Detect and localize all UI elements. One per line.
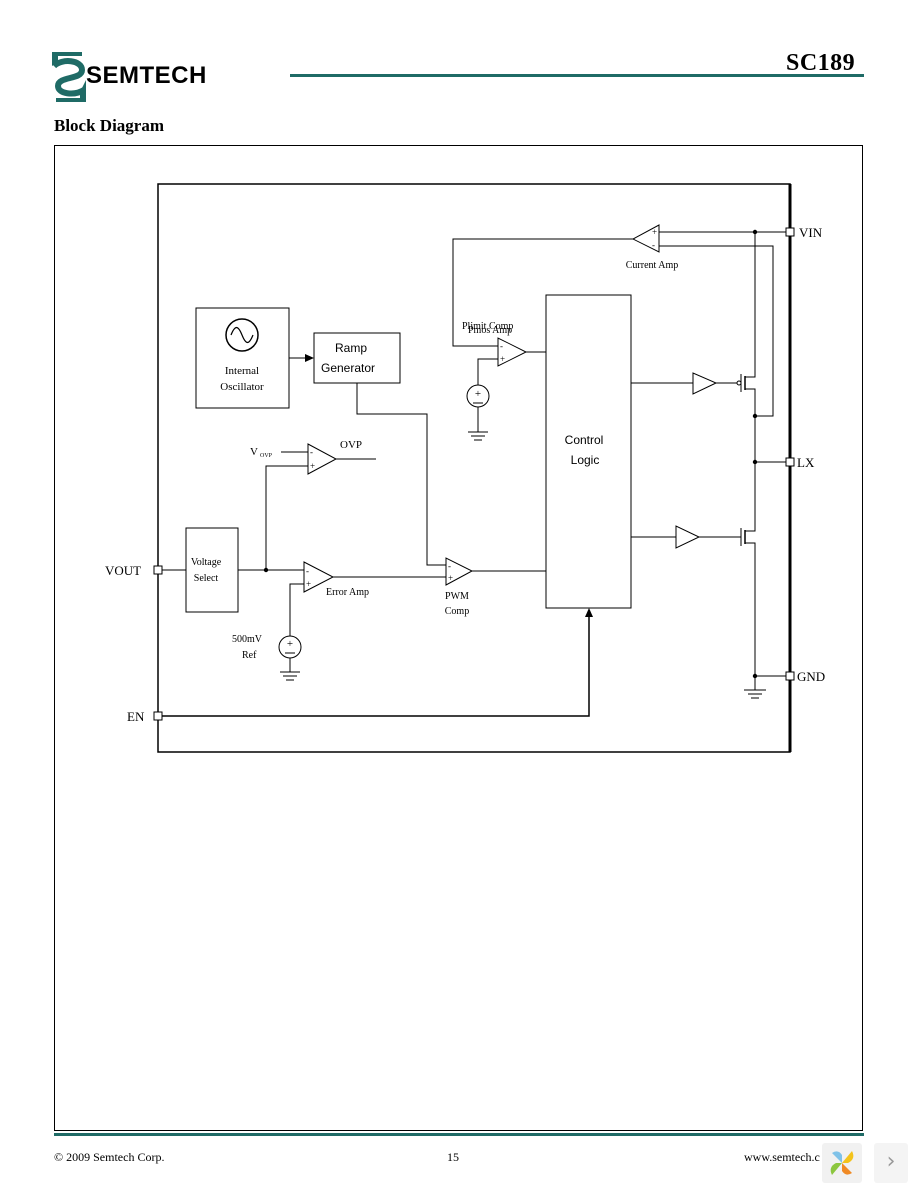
svg-text:-: - — [652, 240, 655, 250]
part-number: SC189 — [786, 50, 856, 76]
internal-oscillator-block: Internal Oscillator — [195, 307, 290, 409]
high-side-driver — [692, 372, 718, 395]
svg-text:+: + — [500, 354, 505, 364]
voltage-select-line2: Select — [194, 573, 219, 584]
en-pin — [153, 711, 163, 721]
svg-text:+: + — [306, 579, 311, 589]
ovp-label: OVP — [340, 439, 362, 451]
svg-text:+: + — [310, 461, 315, 471]
lx-label: LX — [797, 455, 815, 470]
brand-name: SEMTECH — [86, 62, 207, 89]
sine-source-icon — [225, 318, 259, 352]
semtech-logo — [51, 52, 282, 102]
control-logic-line1: Control — [565, 433, 604, 447]
control-logic-block: Control Logic — [545, 294, 632, 609]
oscillator-label-line1: Internal — [225, 365, 259, 377]
control-logic-line2: Logic — [571, 453, 600, 467]
svg-text:+: + — [652, 227, 657, 237]
voltage-select-block: Voltage Select — [185, 527, 239, 613]
ramp-generator-block: Ramp Generator — [313, 332, 401, 384]
vovp-subscript: OVP — [260, 453, 273, 459]
viewer-badge — [822, 1143, 862, 1183]
vin-pin — [785, 227, 795, 237]
ref-label: Ref — [242, 650, 257, 661]
header-rule — [290, 74, 864, 77]
gnd-pin — [785, 671, 795, 681]
limit-reference-source: + — [466, 384, 490, 441]
error-amplifier: - + — [303, 561, 335, 593]
svg-text:+: + — [448, 573, 453, 583]
pinwheel-logo-icon — [830, 1151, 854, 1175]
ramp-label-line2: Generator — [321, 361, 375, 375]
oscillator-label-line2: Oscillator — [220, 381, 264, 393]
page-number: 15 — [447, 1150, 459, 1164]
pwm-comparator: - + — [445, 557, 474, 586]
plimit-comparator: - + — [497, 337, 528, 367]
comp-label: Comp — [445, 606, 469, 617]
gnd-label: GND — [797, 669, 825, 684]
pmos-amp-label: Pmos Amp — [468, 325, 512, 336]
svg-text:+: + — [475, 388, 481, 400]
voltage-select-line1: Voltage — [191, 557, 222, 568]
en-label: EN — [127, 709, 145, 724]
current-amplifier: + - — [631, 224, 660, 253]
ref-value-label: 500mV — [232, 634, 263, 645]
arrow-icon — [585, 608, 593, 617]
chip-outline — [157, 183, 791, 753]
high-side-pmos — [740, 232, 756, 462]
ovp-comparator: - + — [307, 443, 338, 475]
vout-pin — [153, 565, 163, 575]
vovp-label: V — [250, 446, 258, 458]
vin-label: VIN — [799, 225, 823, 240]
footer-rule — [54, 1133, 864, 1136]
arrow-icon — [305, 354, 314, 362]
svg-text:-: - — [500, 341, 503, 351]
current-amp-label: Current Amp — [626, 260, 679, 271]
next-page-button[interactable]: › — [874, 1143, 908, 1183]
ground-symbol-icon — [744, 676, 766, 699]
pwm-label: PWM — [445, 591, 469, 602]
low-side-driver — [675, 525, 701, 549]
website-link[interactable]: www.semtech.c — [744, 1150, 820, 1164]
svg-text:-: - — [310, 447, 313, 457]
low-side-nmos — [740, 462, 756, 676]
svg-text:+: + — [287, 638, 293, 650]
copyright: © 2009 Semtech Corp. — [54, 1150, 165, 1164]
plimit-comp-label: Plimit Comp — [462, 321, 513, 332]
lx-pin — [785, 457, 795, 467]
semtech-logo-mark-icon — [51, 52, 86, 102]
svg-text:-: - — [448, 561, 451, 571]
svg-text:-: - — [306, 566, 309, 576]
vout-label: VOUT — [105, 563, 141, 578]
error-amp-label: Error Amp — [326, 587, 369, 598]
ramp-label-line1: Ramp — [335, 341, 367, 355]
block-diagram-frame — [54, 145, 863, 1131]
section-title: Block Diagram — [54, 116, 165, 135]
reference-source: + — [278, 635, 302, 681]
chevron-right-icon: › — [886, 1149, 896, 1174]
